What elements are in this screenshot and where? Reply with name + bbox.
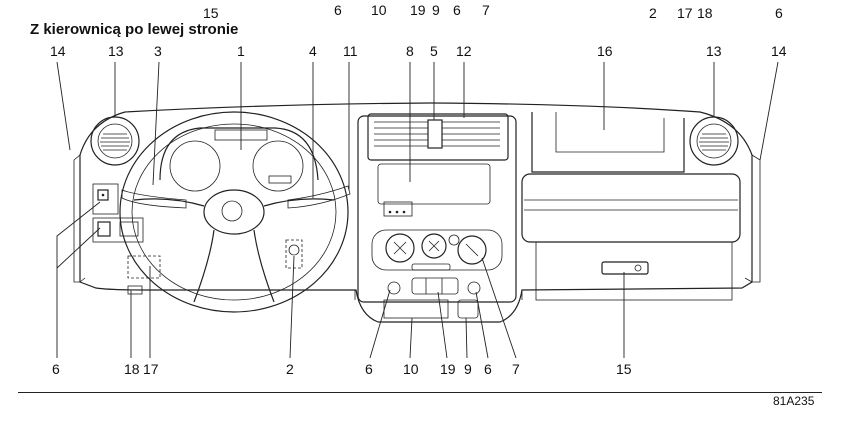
callout-top-cut-17: 17 [677, 5, 693, 21]
callout-6-right: 6 [484, 361, 492, 377]
callout-8: 8 [406, 43, 414, 59]
instrument-cluster [159, 127, 319, 192]
callout-11: 11 [343, 43, 358, 59]
callout-15: 15 [616, 361, 632, 377]
callout-19: 19 [440, 361, 456, 377]
figure-code: 81A235 [773, 394, 815, 408]
callout-6-left: 6 [52, 361, 60, 377]
stalk-left [121, 189, 187, 209]
steering-wheel [119, 111, 349, 313]
lower-switch-row [383, 277, 481, 319]
side-air-vent-right [689, 116, 739, 166]
callout-top-cut-6: 6 [334, 2, 342, 18]
callout-top-cut-10: 10 [371, 2, 387, 18]
callout-5: 5 [430, 43, 438, 59]
callout-top-cut-19: 19 [410, 2, 426, 18]
callout-16: 16 [597, 43, 613, 59]
callout-9: 9 [464, 361, 472, 377]
callout-14-left: 14 [50, 43, 66, 59]
callout-top-cut-15: 15 [203, 5, 219, 21]
callout-top-cut-6c: 6 [775, 5, 783, 21]
callout-12: 12 [456, 43, 472, 59]
callout-7: 7 [512, 361, 520, 377]
callout-top-cut-9: 9 [432, 2, 440, 18]
passenger-upper-box [531, 112, 685, 173]
callout-18: 18 [124, 361, 140, 377]
callout-4: 4 [309, 43, 317, 59]
callout-6-center: 6 [365, 361, 373, 377]
center-console [357, 113, 517, 303]
callout-13-right: 13 [706, 43, 722, 59]
lower-lever [127, 285, 143, 295]
stalk-right [287, 185, 351, 209]
hidden-panel-dashed [127, 255, 161, 279]
callout-3: 3 [154, 43, 162, 59]
callout-top-cut-6b: 6 [453, 2, 461, 18]
callout-17: 17 [143, 361, 159, 377]
side-air-vent-left [90, 116, 140, 166]
climate-controls [385, 233, 487, 271]
dashboard-outline [73, 102, 761, 323]
ignition-switch [285, 239, 303, 269]
frame-bottom-rule [18, 392, 822, 393]
left-switch-panel [92, 183, 144, 243]
callout-1: 1 [237, 43, 245, 59]
callout-2: 2 [286, 361, 294, 377]
callout-top-cut-18: 18 [697, 5, 713, 21]
callout-top-cut-2: 2 [649, 5, 657, 21]
leader-lines [56, 61, 779, 359]
callout-13-left: 13 [108, 43, 124, 59]
callout-14-right: 14 [771, 43, 787, 59]
callout-10: 10 [403, 361, 419, 377]
glove-box [521, 173, 741, 301]
callout-top-cut-7: 7 [482, 2, 490, 18]
diagram-title: Z kierownicą po lewej stronie [30, 21, 239, 38]
